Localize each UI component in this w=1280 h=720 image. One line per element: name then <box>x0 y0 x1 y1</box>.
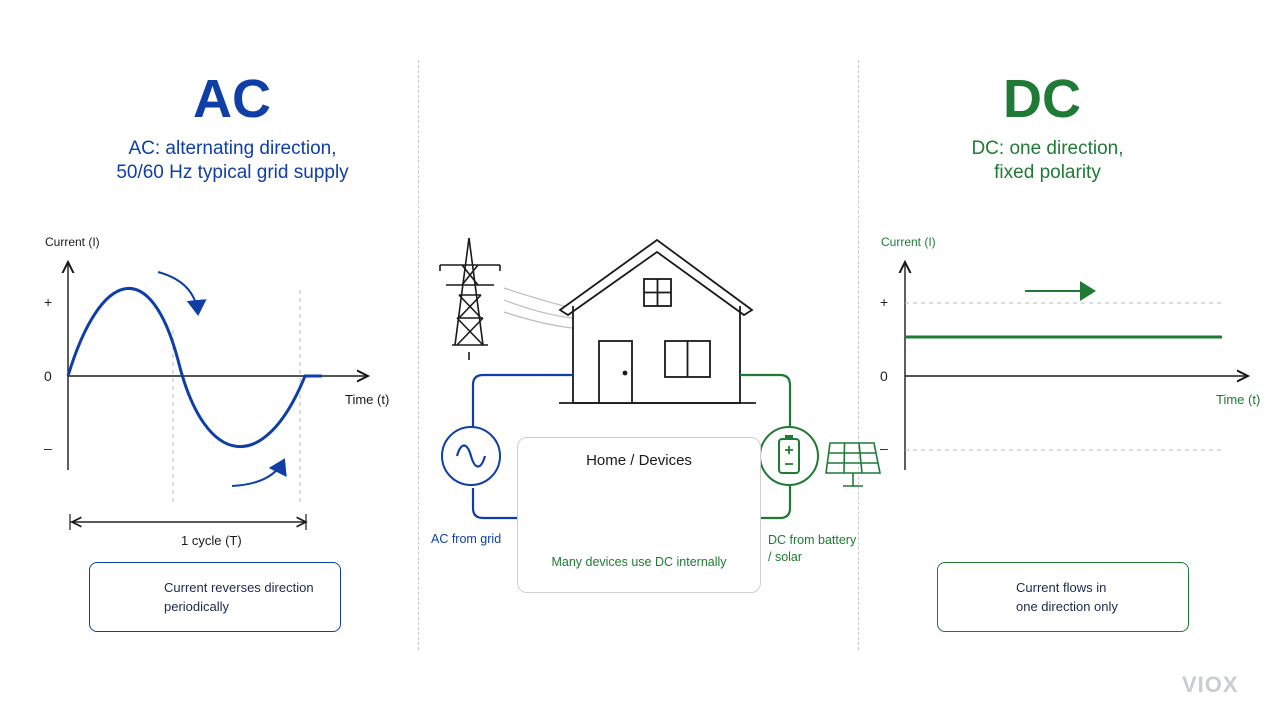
solar-panel-icon <box>825 442 881 487</box>
ac-source-icon <box>441 426 501 486</box>
ac-from-grid-label: AC from grid <box>431 532 502 546</box>
battery-icon <box>759 426 819 486</box>
ac-sine-wave <box>66 286 322 449</box>
dc-subtitle: DC: one direction, fixed polarity <box>971 138 1124 183</box>
dc-tick-plus: + <box>880 294 889 310</box>
dc-tick-minus: – <box>880 440 888 456</box>
home-devices-box <box>517 437 761 593</box>
ac-chart <box>68 262 368 530</box>
watermark-logo: VIOX <box>1182 672 1239 697</box>
dc-y-axis-label: Current (I) <box>881 235 936 249</box>
ac-y-axis-label: Current (I) <box>45 235 100 249</box>
ac-cycle-label: 1 cycle (T) <box>181 533 242 548</box>
dc-title: DC <box>1003 69 1081 129</box>
dc-note-text: Current flows in one direction only <box>1016 580 1118 614</box>
ac-title: AC <box>193 69 271 129</box>
ac-flow-arrow-upper <box>157 271 207 316</box>
dc-source-path <box>740 373 792 520</box>
devices-note: Many devices use DC internally <box>551 555 727 569</box>
ac-grid-path <box>471 373 573 520</box>
dc-tick-zero: 0 <box>880 368 888 384</box>
house-icon <box>558 238 756 404</box>
ac-note-text: Current reverses direction periodically <box>164 580 314 614</box>
dc-note-box <box>937 562 1189 632</box>
ac-flow-arrow-lower <box>231 458 287 487</box>
ac-tick-minus: – <box>44 440 52 456</box>
ac-x-axis-label: Time (t) <box>345 392 390 407</box>
divider-right <box>858 60 859 650</box>
dc-x-axis-label: Time (t) <box>1216 392 1261 407</box>
ac-subtitle: AC: alternating direction, 50/60 Hz typi… <box>116 138 349 183</box>
home-devices-title: Home / Devices <box>586 452 692 469</box>
ac-tick-plus: + <box>44 294 53 310</box>
ac-note-box <box>89 562 341 632</box>
divider-left <box>418 60 419 650</box>
dc-chart <box>905 262 1248 470</box>
dc-from-battery-label: DC from battery / solar <box>768 533 857 564</box>
ac-tick-zero: 0 <box>44 368 52 384</box>
power-tower-icon <box>439 237 501 360</box>
